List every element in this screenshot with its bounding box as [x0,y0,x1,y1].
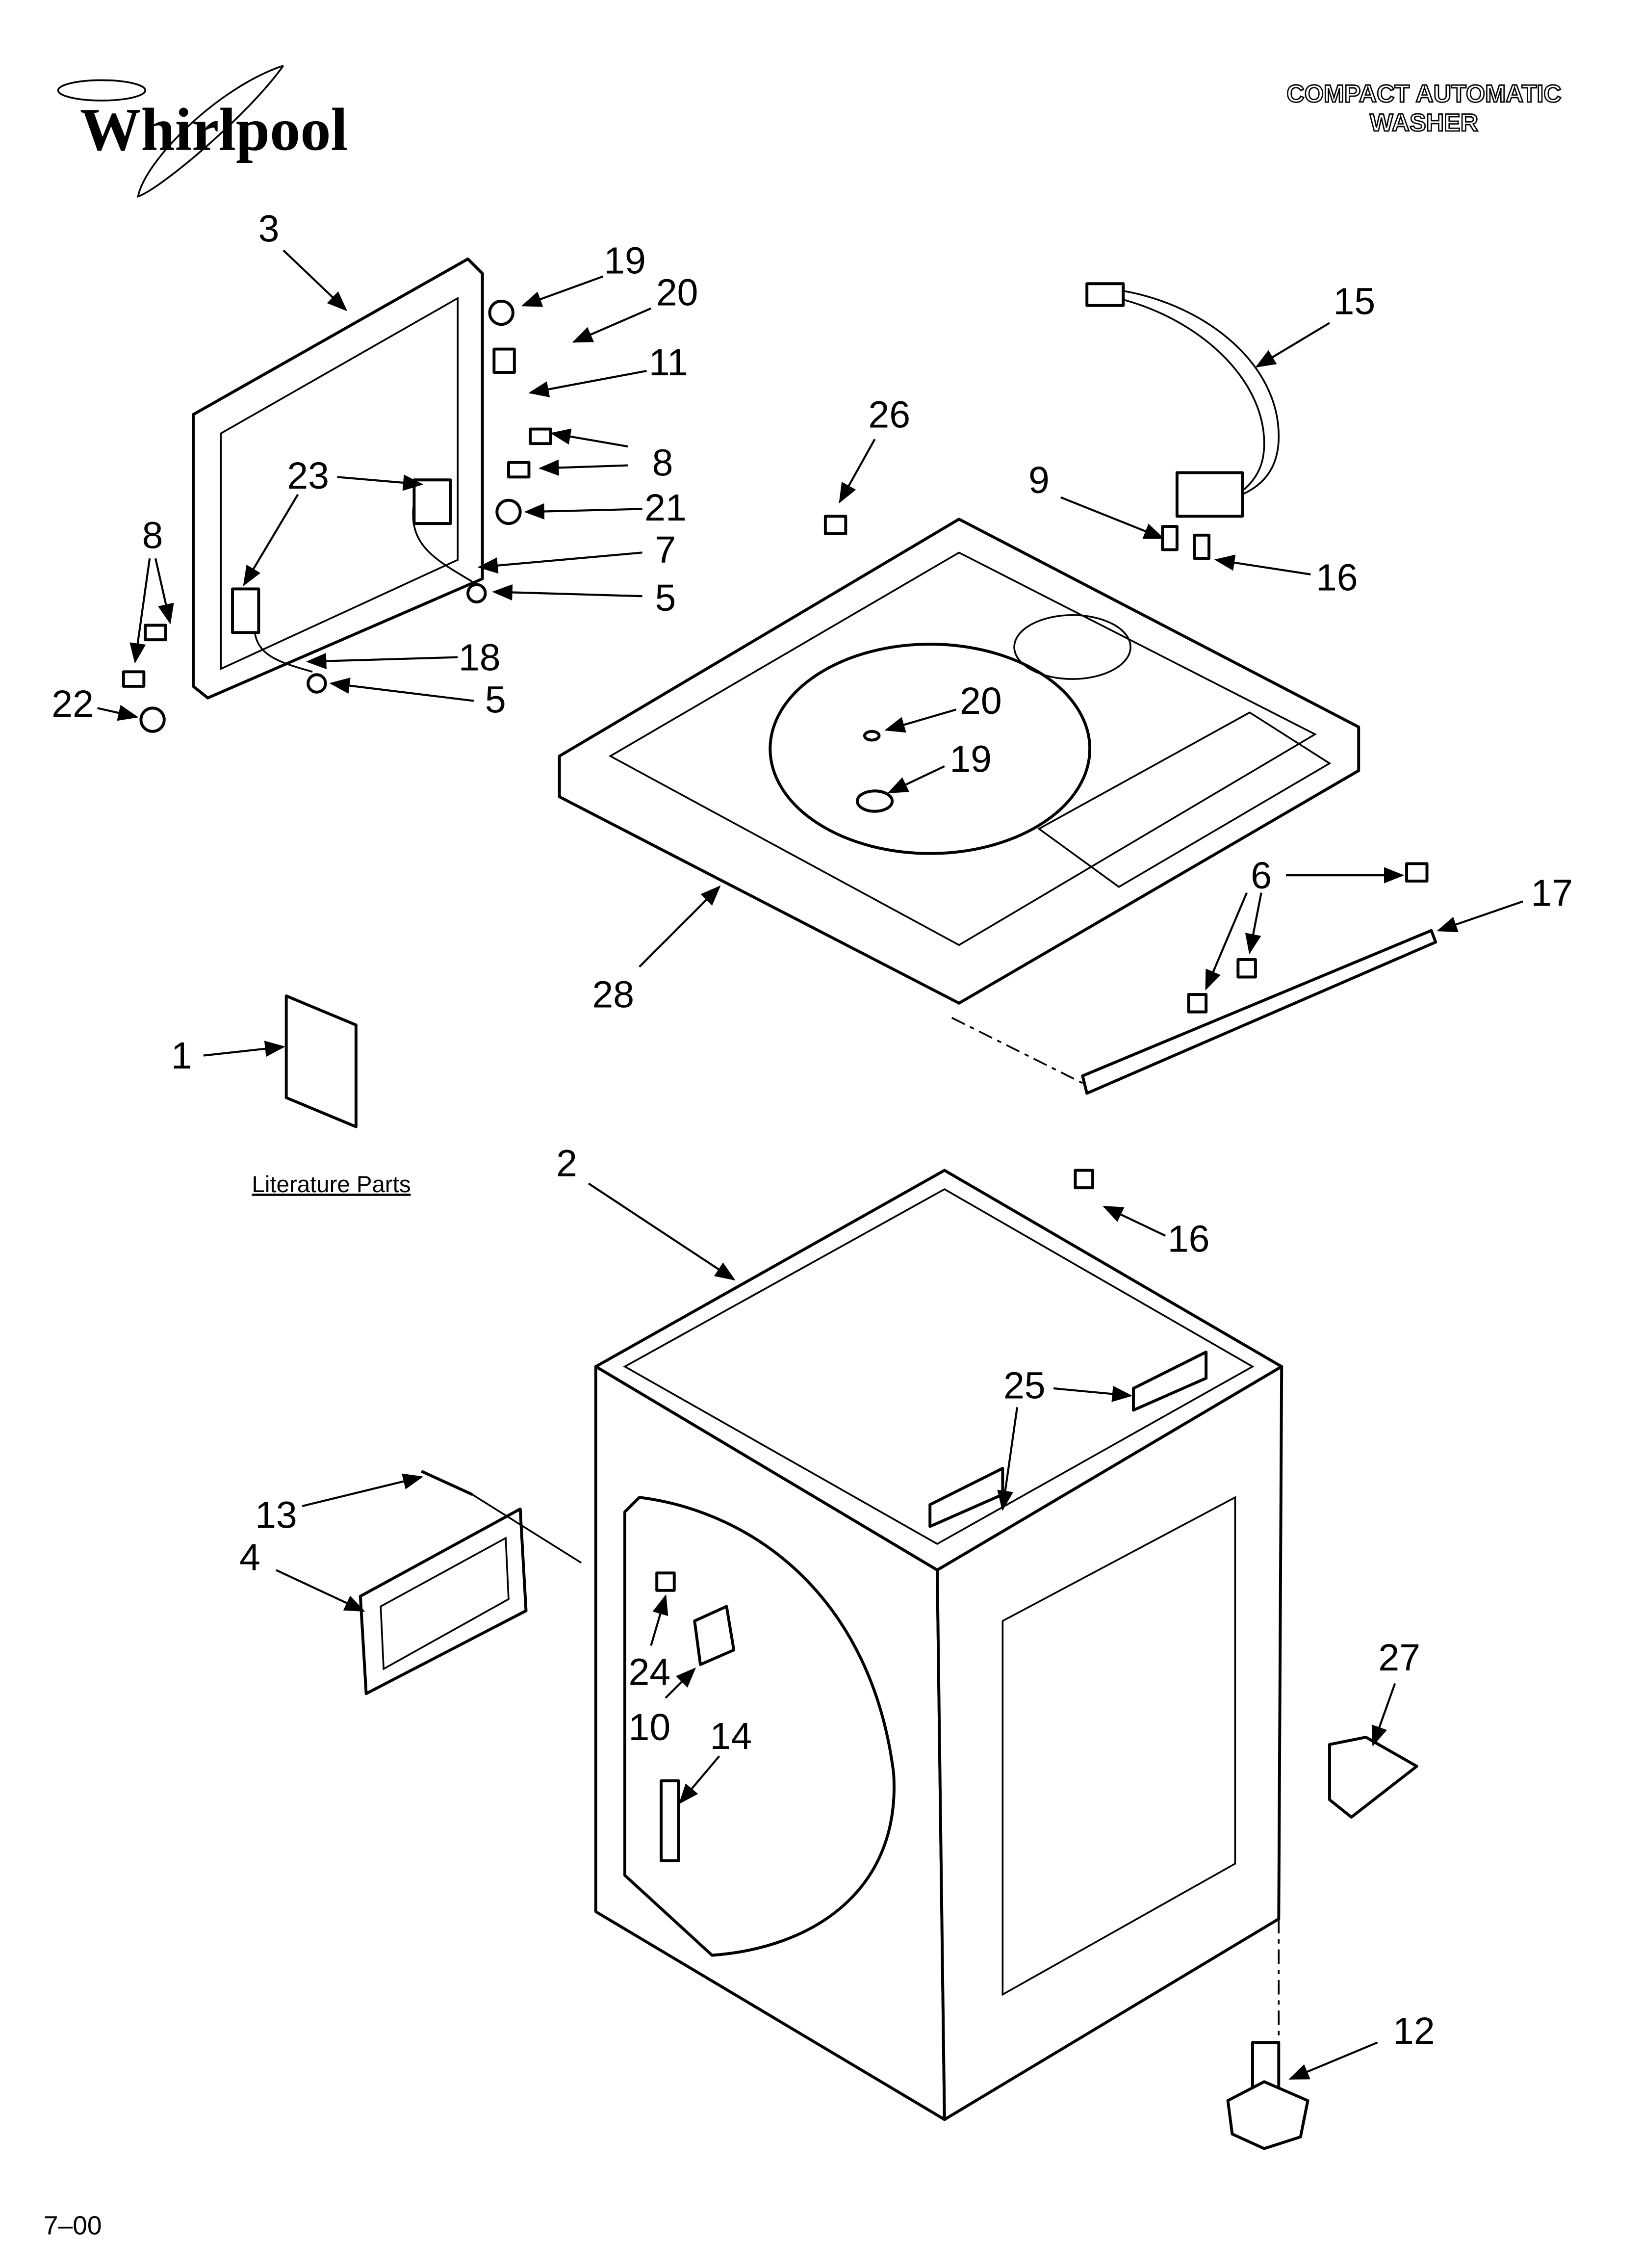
lid-panel-drawing [122,257,552,733]
callout-16-lower: 16 [1168,1218,1210,1260]
callout-28: 28 [592,974,634,1016]
callout-22: 22 [51,683,94,725]
callout-15: 15 [1334,280,1376,322]
header-title-line2: WASHER [1370,108,1478,136]
callout-17: 17 [1531,872,1573,914]
callouts: 3 19 20 11 8 23 21 7 5 8 18 5 22 26 9 15 [51,208,1573,2080]
callout-26: 26 [868,394,910,436]
callout-2: 2 [556,1142,577,1184]
top-cover-drawing [558,515,1360,1005]
callout-14: 14 [710,1715,752,1757]
callout-5: 5 [655,577,676,619]
hinge-bar-drawing [951,862,1437,1190]
callout-6: 6 [1251,855,1272,897]
callout-3: 3 [258,208,280,250]
callout-1: 1 [171,1035,192,1077]
literature-drawing: Literature Parts [252,994,411,1198]
bracket-drawing [1328,1736,1418,1819]
callout-5-lower: 5 [485,678,506,721]
callout-18: 18 [459,636,501,678]
access-panel-drawing [359,1470,582,1695]
callout-8-left: 8 [142,514,163,556]
callout-27: 27 [1378,1637,1420,1679]
callout-7: 7 [655,529,676,571]
callout-12: 12 [1393,2010,1435,2052]
callout-9: 9 [1028,459,1050,501]
logo-text: Whirlpool [80,96,348,163]
callout-16: 16 [1316,556,1358,599]
callout-8: 8 [652,442,673,484]
callout-11: 11 [649,341,688,384]
switch-harness-drawing [1085,282,1280,560]
leveling-leg-drawing [1226,2041,1309,2150]
callout-21: 21 [644,487,687,529]
header-title-line1: COMPACT AUTOMATIC [1286,79,1561,107]
footer-date-code: 7–00 [44,2211,102,2240]
callout-25: 25 [1003,1365,1046,1407]
callout-13: 13 [255,1494,297,1536]
callout-10: 10 [629,1706,671,1748]
cabinet-drawing [594,1169,1283,2121]
callout-20-tub: 20 [960,680,1002,722]
callout-24: 24 [629,1651,671,1693]
callout-19: 19 [604,240,646,282]
callout-20: 20 [656,272,698,314]
callout-4: 4 [239,1536,260,1578]
callout-23: 23 [287,455,329,497]
whirlpool-logo: Whirlpool [57,65,348,198]
callout-19-tub: 19 [949,738,992,781]
literature-parts-label: Literature Parts [252,1172,411,1198]
